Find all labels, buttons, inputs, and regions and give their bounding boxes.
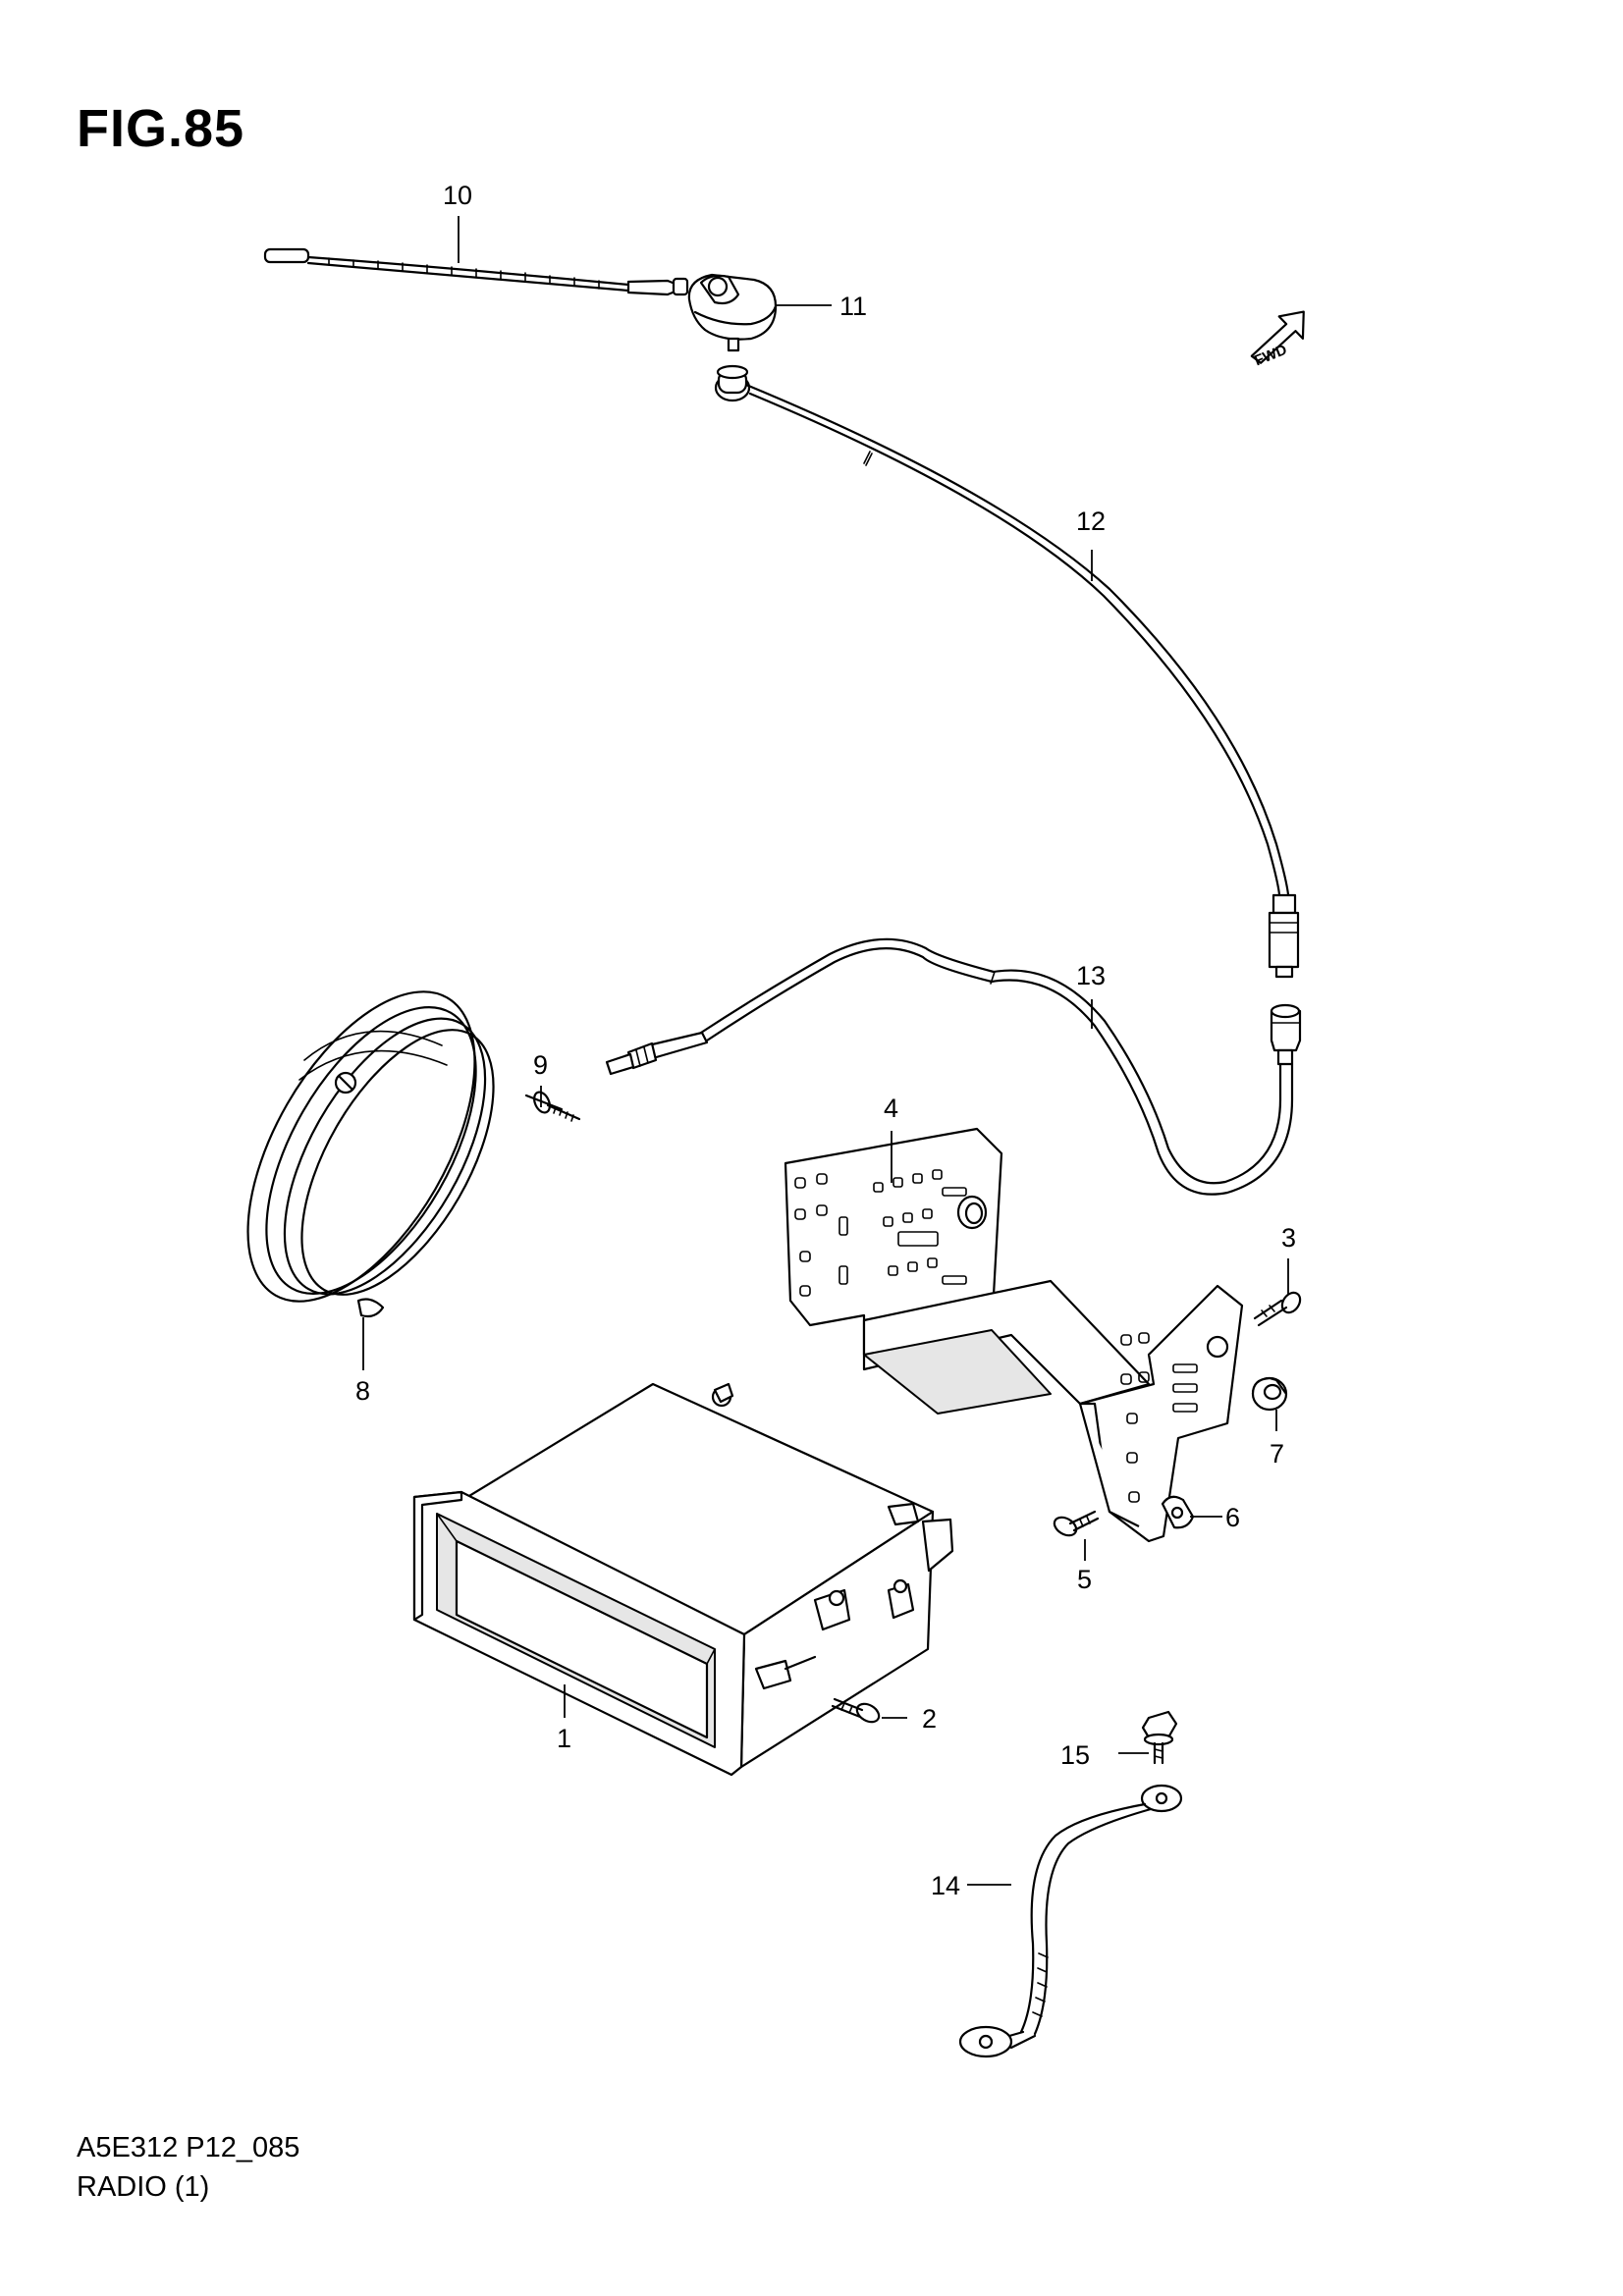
callout-11: 11 [839,292,867,321]
figure-code: A5E312 P12_085 [77,2132,300,2163]
callout-6: 6 [1225,1503,1240,1532]
callout-15: 15 [1060,1740,1090,1770]
callout-13: 13 [1076,961,1106,990]
bolt-icon[interactable] [1141,1710,1178,1765]
extension-cable-icon[interactable] [605,937,1302,1196]
antenna-base-icon[interactable] [687,273,778,352]
callout-9: 9 [533,1050,548,1080]
cap-icon[interactable] [1251,1376,1288,1412]
callout-8: 8 [355,1376,370,1406]
leader-lines [362,216,1289,1886]
speaker-icon[interactable] [201,955,532,1338]
figure-caption: RADIO (1) [77,2171,210,2203]
screw-icon[interactable] [524,1090,581,1122]
callout-1: 1 [557,1724,571,1753]
callout-4: 4 [884,1094,898,1123]
clip-nut-icon[interactable] [1161,1495,1195,1529]
antenna-rod-icon[interactable] [263,247,689,296]
callout-14: 14 [931,1871,960,1900]
figure-title: FIG.85 [77,99,245,158]
bracket-icon[interactable] [784,1127,1244,1543]
antenna-cable-icon[interactable] [714,364,1300,979]
radio-pocket-icon[interactable] [412,1382,954,1777]
callout-numbers: 10 11 12 13 9 4 3 8 7 6 5 1 2 15 14 [355,181,1296,1900]
fwd-label: FWD [1252,342,1289,370]
screw-icon[interactable] [831,1697,882,1726]
callout-3: 3 [1281,1223,1296,1253]
screw-icon[interactable] [1052,1510,1100,1539]
forward-direction-icon: FWD [1250,310,1305,370]
screw-icon[interactable] [1253,1289,1304,1327]
callout-7: 7 [1270,1439,1284,1468]
callout-2: 2 [922,1704,937,1734]
ground-strap-icon[interactable] [958,1784,1183,2058]
callout-5: 5 [1077,1565,1092,1594]
callout-10: 10 [443,181,472,210]
callout-12: 12 [1076,507,1106,536]
